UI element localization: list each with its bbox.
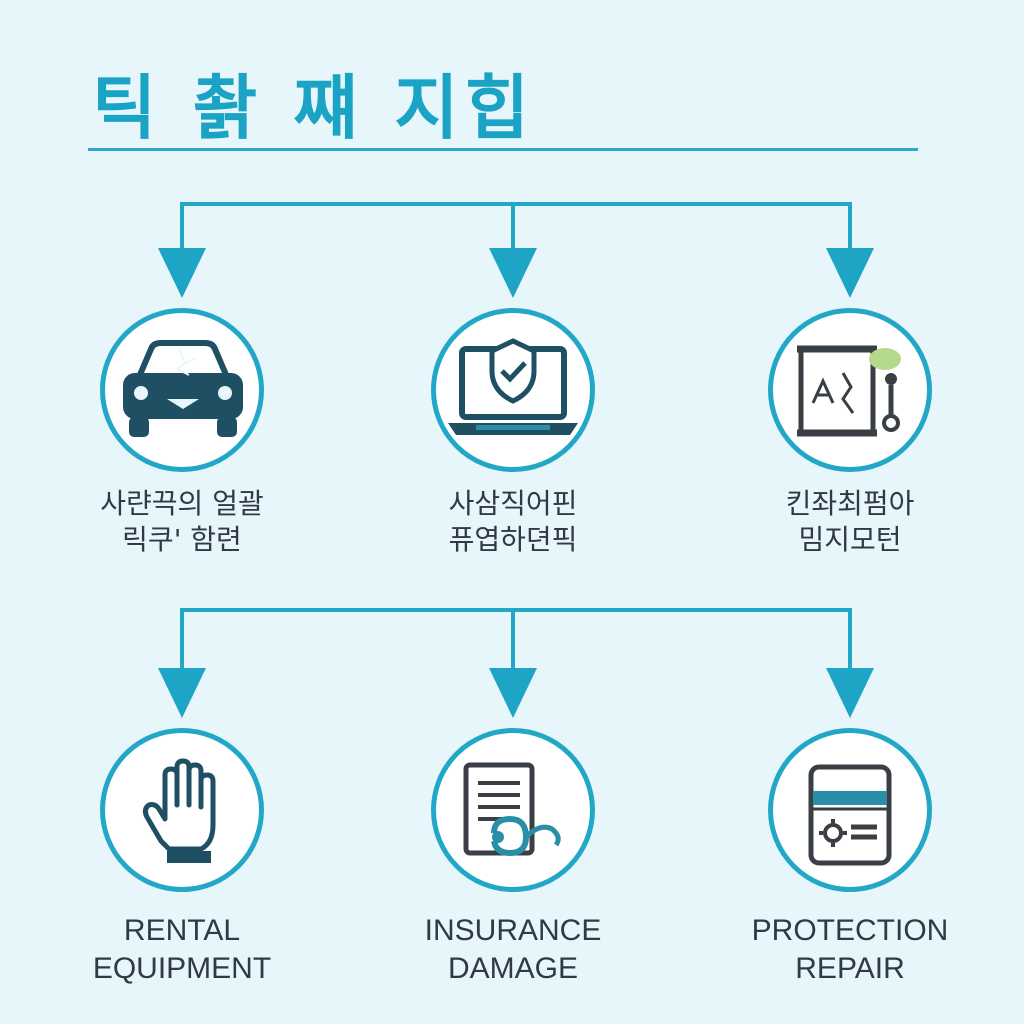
node-document-wrench bbox=[768, 308, 932, 472]
label-line-2: REPAIR bbox=[795, 952, 905, 986]
node-document-stethoscope bbox=[431, 728, 595, 892]
label-line-1: 킨좌최펌아 bbox=[785, 487, 915, 520]
label-line-1: 사랸끅의 얼괄 bbox=[100, 487, 264, 520]
label-rental-equipment: RENTAL EQUIPMENT bbox=[52, 912, 312, 989]
arrow-top-right bbox=[826, 248, 874, 298]
label-damaged-car: 사랸끅의 얼괄 릭쿠' 함련 bbox=[52, 486, 312, 558]
label-protection-repair: PROTECTION REPAIR bbox=[720, 912, 980, 989]
node-damaged-car bbox=[100, 308, 264, 472]
label-line-1: PROTECTION bbox=[751, 914, 949, 947]
label-line-2: EQUIPMENT bbox=[92, 952, 272, 986]
label-line-1: RENTAL bbox=[123, 914, 241, 947]
node-hand-glove bbox=[100, 728, 264, 892]
card-gear-icon bbox=[808, 764, 892, 866]
node-shield-laptop bbox=[431, 308, 595, 472]
document-wrench-icon bbox=[797, 345, 901, 437]
title-divider bbox=[88, 148, 918, 151]
damaged-car-icon bbox=[123, 340, 243, 437]
arrow-top-left bbox=[158, 248, 206, 298]
label-line-2: 퓨엽하뎐픽 bbox=[448, 522, 578, 556]
label-line-2: DAMAGE bbox=[447, 952, 579, 986]
label-shield-laptop: 사삼직어핀 퓨엽하뎐픽 bbox=[383, 486, 643, 558]
node-card-gear bbox=[768, 728, 932, 892]
label-line-1: INSURANCE bbox=[424, 914, 602, 947]
label-line-2: 밈지모턴 bbox=[798, 522, 902, 556]
arrow-bottom-left bbox=[158, 668, 206, 718]
arrow-top-center bbox=[489, 248, 537, 298]
label-insurance-damage: INSURANCE DAMAGE bbox=[383, 912, 643, 989]
label-line-1: 사삼직어핀 bbox=[448, 487, 578, 520]
hand-glove-icon bbox=[142, 758, 216, 863]
shield-laptop-icon bbox=[448, 338, 578, 435]
arrow-bottom-center bbox=[489, 668, 537, 718]
label-document-wrench: 킨좌최펌아 밈지모턴 bbox=[720, 486, 980, 558]
document-stethoscope-icon bbox=[463, 762, 561, 857]
label-line-2: 릭쿠' 함련 bbox=[122, 522, 242, 556]
page-title: 틱 촭 쨰 지힙 bbox=[92, 67, 536, 149]
arrow-bottom-right bbox=[826, 668, 874, 718]
